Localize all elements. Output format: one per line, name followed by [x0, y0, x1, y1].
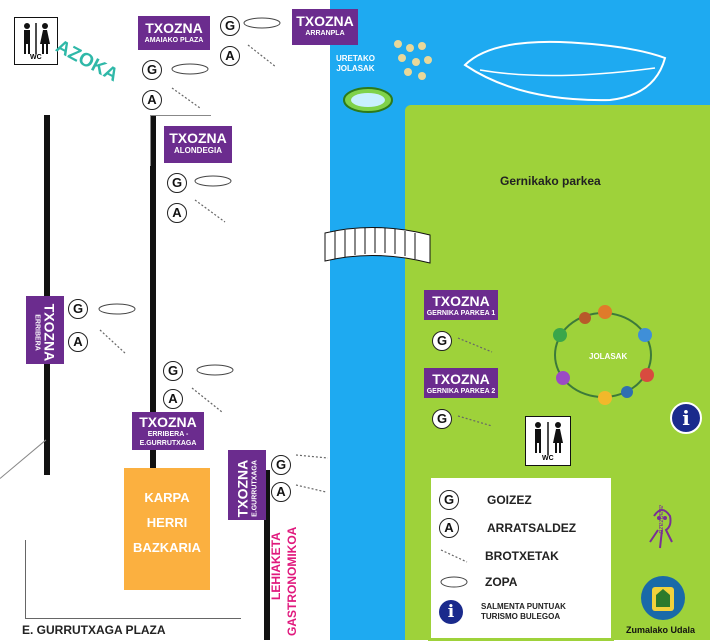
azoka-label: AZOKA	[52, 36, 122, 87]
plaza-outline	[25, 540, 241, 619]
txozna-sub: GERNIKA PARKEA 2	[426, 388, 496, 395]
txozna-gernika-parkea-2[interactable]: TXOZNA GERNIKA PARKEA 2	[424, 368, 498, 398]
g-marker: G	[68, 299, 88, 319]
txozna-title: TXOZNA	[169, 130, 227, 146]
txozna-arranpla[interactable]: TXOZNA ARRANPLA	[292, 9, 358, 45]
road-middle	[150, 115, 156, 480]
road-left	[44, 115, 50, 475]
g-marker: G	[432, 409, 452, 429]
legend-salmenta-text: SALMENTA PUNTUAK TURISMO BULEGOA	[481, 602, 566, 622]
lehiaketa-line-1: LEHIAKETA	[269, 532, 283, 600]
legend-goizez-label: GOIZEZ	[487, 493, 532, 507]
toilet-icon	[24, 23, 50, 54]
legend-brotxetak: BROTXETAK	[439, 546, 559, 566]
soup-bowl-icon	[98, 17, 281, 376]
uretako-line-2: JOLASAK	[336, 64, 375, 73]
uretako-line-1: URETAKO	[336, 54, 375, 63]
g-marker: G	[220, 16, 240, 36]
txozna-sub: ARRANPLA	[305, 30, 345, 37]
txozna-sub: GERNIKA PARKEA 1	[426, 310, 496, 317]
karpa-herri-bazkaria[interactable]: KARPA HERRI BAZKARIA	[124, 468, 210, 590]
legend: G GOIZEZ A ARRATSALDEZ BROTXETAK ZOPA i …	[428, 475, 614, 641]
bridge-icon	[324, 226, 431, 264]
g-marker: G	[142, 60, 162, 80]
txozna-sub: E.GURRUTXAGA	[251, 460, 259, 517]
txozna-title: TXOZNA	[139, 414, 197, 430]
txozna-sub: ERRIBERA	[33, 314, 41, 351]
txozna-erribera-gurrutxaga[interactable]: TXOZNA ERRIBERA - E.GURRUTXAGA	[132, 412, 204, 450]
wc-sign-top: WC	[14, 17, 58, 65]
udala-label: Zumalako Udala	[626, 625, 696, 635]
txozna-title: TXOZNA	[145, 20, 203, 36]
lehiaketa-gastronomikoa: LEHIAKETA GASTRONOMIKOA	[268, 527, 300, 636]
brand-script: aranzazu	[657, 505, 664, 534]
legend-zopa: ZOPA	[439, 572, 517, 592]
plaza-label: E. GURRUTXAGA PLAZA	[22, 623, 166, 637]
road-corner	[150, 115, 211, 166]
txozna-erribera[interactable]: TXOZNA ERRIBERA	[26, 296, 64, 364]
jolasak-label: JOLASAK	[589, 352, 628, 361]
soup-bowl-icon	[440, 576, 468, 588]
txozna-sub: AMAIAKO PLAZA	[144, 37, 204, 44]
legend-salmenta-line-2: TURISMO BULEGOA	[481, 612, 561, 621]
road-diagonal	[0, 439, 47, 479]
g-marker: G	[271, 455, 291, 475]
karpa-line-1: KARPA	[144, 490, 190, 505]
info-icon: i	[439, 600, 463, 624]
a-marker: A	[271, 482, 291, 502]
legend-zopa-label: ZOPA	[485, 575, 518, 589]
karpa-line-2: HERRI	[146, 515, 188, 530]
wc-sign-park: WC	[525, 416, 571, 466]
a-marker: A	[439, 518, 459, 538]
water-balloons-icon	[394, 40, 432, 80]
g-marker: G	[439, 490, 459, 510]
txozna-sub: ERRIBERA - E.GURRUTXAGA	[139, 431, 197, 447]
lehiaketa-line-2: GASTRONOMIKOA	[285, 526, 299, 636]
txozna-e-gurrutxaga[interactable]: TXOZNA E.GURRUTXAGA	[228, 450, 266, 520]
wc-label: WC	[542, 455, 554, 462]
legend-salmenta-line-1: SALMENTA PUNTUAK	[481, 602, 566, 611]
txozna-title: TXOZNA	[432, 293, 490, 309]
goggles-icon	[343, 87, 393, 113]
txozna-alondegia[interactable]: TXOZNA ALONDEGIA	[164, 126, 232, 163]
txozna-title: TXOZNA	[41, 303, 58, 362]
info-icon[interactable]: i	[670, 402, 702, 434]
children-playing-icon	[553, 305, 654, 405]
udala-crest-icon	[641, 576, 685, 620]
legend-salmenta: i SALMENTA PUNTUAK TURISMO BULEGOA	[439, 600, 566, 624]
toilet-icon	[535, 422, 563, 455]
skewer-icon	[440, 549, 468, 563]
road-lower	[264, 470, 270, 640]
legend-arratsaldez: A ARRATSALDEZ	[439, 518, 576, 538]
octopus-logo	[649, 509, 673, 549]
legend-arratsaldez-label: ARRATSALDEZ	[487, 521, 577, 535]
txozna-gernika-parkea-1[interactable]: TXOZNA GERNIKA PARKEA 1	[424, 290, 498, 320]
boat-icon	[463, 40, 667, 102]
a-marker: A	[167, 203, 187, 223]
g-marker: G	[167, 173, 187, 193]
g-marker: G	[432, 331, 452, 351]
park-title: Gernikako parkea	[500, 174, 601, 188]
uretako-jolasak-label: URETAKO JOLASAK	[336, 54, 375, 74]
a-marker: A	[220, 46, 240, 66]
txozna-title: TXOZNA	[296, 13, 354, 29]
g-marker: G	[163, 361, 183, 381]
a-marker: A	[142, 90, 162, 110]
txozna-sub: ALONDEGIA	[174, 146, 222, 155]
legend-brotxetak-label: BROTXETAK	[485, 549, 559, 563]
a-marker: A	[68, 332, 88, 352]
karpa-line-3: BAZKARIA	[133, 540, 201, 555]
txozna-amaiako-plaza[interactable]: TXOZNA AMAIAKO PLAZA	[138, 16, 210, 50]
wc-label: WC	[30, 54, 42, 61]
a-marker: A	[163, 389, 183, 409]
legend-goizez: G GOIZEZ	[439, 490, 532, 510]
txozna-title: TXOZNA	[432, 371, 490, 387]
txozna-title: TXOZNA	[234, 459, 251, 518]
